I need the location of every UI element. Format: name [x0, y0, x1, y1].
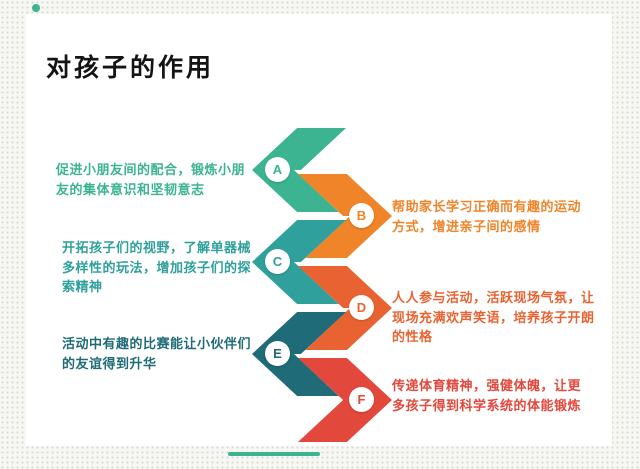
step-badge-b: B	[349, 203, 374, 228]
step-letter-a: A	[272, 162, 283, 177]
step-note-b: 帮助家长学习正确而有趣的运动方式，增进亲子间的感情	[392, 199, 582, 234]
step-letter-e: E	[273, 346, 282, 361]
page-title: 对孩子的作用	[46, 54, 215, 82]
step-note-a: 促进小朋友间的配合，锻炼小朋友的集体意识和坚韧意志	[56, 162, 246, 197]
step-badge-a: A	[265, 157, 290, 182]
step-note-c: 开拓孩子们的视野，了解单器械多样性的玩法，增加孩子们的探索精神	[62, 240, 252, 294]
step-letter-c: C	[272, 254, 283, 269]
step-badge-c: C	[265, 249, 290, 274]
chevron-step-f: F	[294, 354, 396, 446]
step-note-e: 活动中有趣的比赛能让小伙伴们的友谊得到升华	[62, 336, 252, 371]
slide: 对孩子的作用 A B C D	[26, 14, 612, 446]
step-badge-d: D	[349, 295, 374, 320]
chevron-fill	[298, 358, 392, 442]
step-badge-f: F	[349, 387, 374, 412]
step-letter-d: D	[356, 300, 367, 315]
step-note-f: 传递体育精神，强健体魄，让更多孩子得到科学系统的体能锻炼	[392, 378, 582, 413]
step-badge-e: E	[265, 341, 290, 366]
decor-dot	[32, 4, 40, 12]
step-letter-b: B	[356, 208, 367, 223]
step-letter-f: F	[357, 392, 366, 407]
step-note-d: 人人参与活动，活跃现场气氛，让现场充满欢声笑语，培养孩子开朗的性格	[392, 290, 595, 344]
decor-line	[228, 452, 320, 456]
